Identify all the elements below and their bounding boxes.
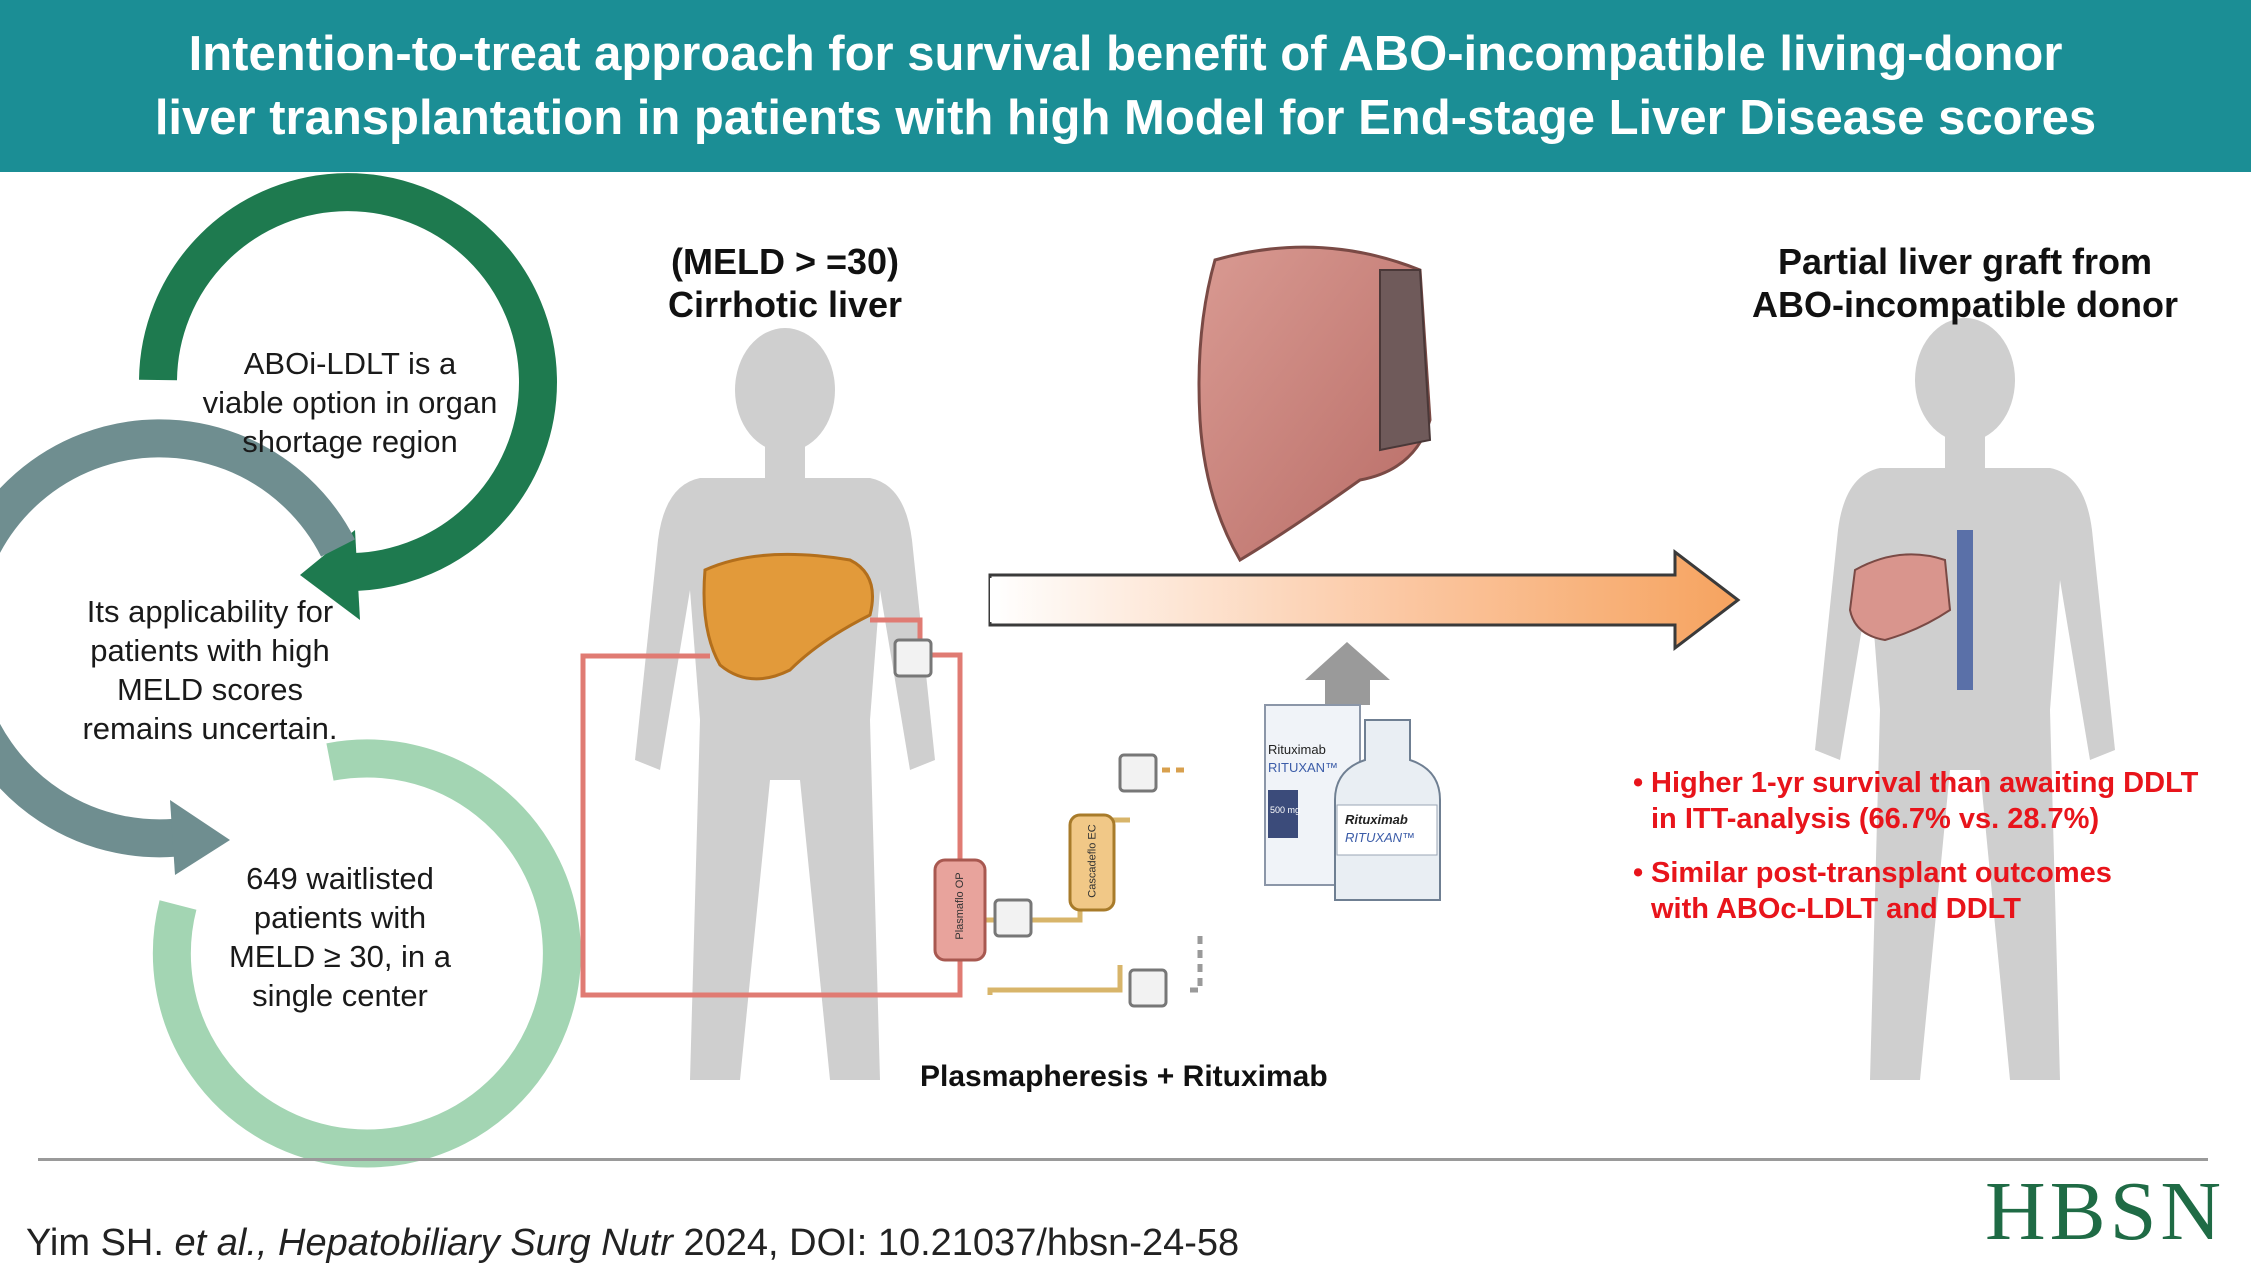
hbsn-logo: HBSN — [1985, 1165, 2226, 1258]
cycle-step3-line1: 649 waitlisted — [246, 861, 434, 896]
rituximab-package — [1264, 704, 1441, 901]
rituximab-box-dose: 500 mg — [1270, 805, 1301, 815]
result-2: •Similar post-transplant outcomes with A… — [1633, 855, 2243, 927]
cirrhotic-liver-label: Cirrhotic liver — [667, 284, 903, 325]
cascadeflo-label: Cascadeflo EC — [1086, 824, 1099, 898]
citation-doi: 2024, DOI: 10.21037/hbsn-24-58 — [672, 1222, 1240, 1264]
cycle-step3-line3: MELD ≥ 30, in a — [228, 939, 452, 974]
transplanted-liver-icon — [1848, 530, 1973, 690]
up-arrow-icon — [1305, 642, 1390, 705]
meld-label: (MELD > =30) — [670, 241, 900, 282]
cycle-step1-line2: viable option in organ — [202, 385, 498, 420]
rituximab-box-brand: RITUXAN™ — [1268, 760, 1339, 775]
plasmaflo-label: Plasmaflo OP — [954, 872, 966, 940]
rituximab-vial-name: Rituximab — [1345, 812, 1408, 827]
citation-journal: et al., Hepatobiliary Surg Nutr — [174, 1222, 673, 1264]
result-1-line1: Higher 1-yr survival than awaiting DDLT — [1651, 767, 2199, 799]
cascadeflo-filter — [1068, 813, 1116, 912]
cycle-step2-line2: patients with high — [90, 633, 330, 668]
patient-silhouette — [635, 328, 935, 1080]
result-1: •Higher 1-yr survival than awaiting DDLT… — [1633, 765, 2243, 837]
result-2-line1: Similar post-transplant outcomes — [1651, 857, 2112, 889]
result-2-line2: with ABOc-LDLT and DDLT — [1651, 893, 2021, 925]
result-1-bullet: • — [1633, 767, 1644, 799]
treatment-label: Plasmapheresis + Rituximab — [920, 1060, 1328, 1093]
recipient-silhouette — [1815, 318, 2115, 1080]
cycle-step2-line3: MELD scores — [116, 672, 304, 707]
cycle-arrow-step1 — [139, 173, 557, 620]
patient-label: (MELD > =30) Cirrhotic liver — [600, 240, 970, 326]
plasmaflo-filter — [933, 858, 987, 962]
title-banner: Intention-to-treat approach for survival… — [0, 0, 2251, 172]
donor-label: Partial liver graft from ABO-incompatibl… — [1680, 240, 2250, 326]
footer-divider — [38, 1158, 2208, 1161]
donor-label-line2: ABO-incompatible donor — [1752, 284, 2178, 325]
cycle-arrow-step3 — [152, 739, 581, 1168]
cycle-step3-line4: single center — [252, 978, 428, 1013]
progress-arrow — [988, 548, 1741, 652]
rituximab-vial-brand: RITUXAN™ — [1345, 830, 1416, 845]
cycle-step2-line4: remains uncertain. — [82, 711, 338, 746]
citation-authors: Yim SH. — [26, 1222, 175, 1264]
cirrhotic-liver-icon — [702, 552, 874, 681]
cycle-step2-text: Its applicability for patients with high… — [60, 592, 360, 748]
result-2-bullet: • — [1633, 857, 1644, 889]
graft-liver-icon — [1197, 245, 1432, 563]
citation: Yim SH. et al., Hepatobiliary Surg Nutr … — [26, 1222, 1239, 1265]
donor-label-line1: Partial liver graft from — [1777, 241, 2153, 282]
cycle-step3-line2: patients with — [253, 900, 427, 935]
cycle-arrow-step2 — [0, 419, 355, 875]
result-1-line2: in ITT-analysis (66.7% vs. 28.7%) — [1651, 803, 2100, 835]
cycle-step3-text: 649 waitlisted patients with MELD ≥ 30, … — [195, 859, 485, 1015]
title-line-1: Intention-to-treat approach for survival… — [188, 27, 2063, 81]
title-line-2: liver transplantation in patients with h… — [154, 91, 2097, 145]
cycle-step1-line3: shortage region — [242, 424, 458, 459]
rituximab-box-name: Rituximab — [1268, 742, 1326, 757]
cycle-step1-text: ABOi-LDLT is a viable option in organ sh… — [180, 344, 520, 461]
cycle-step1-line1: ABOi-LDLT is a — [243, 346, 457, 381]
pump-icons — [893, 638, 1168, 1008]
cycle-step2-line1: Its applicability for — [86, 594, 334, 629]
